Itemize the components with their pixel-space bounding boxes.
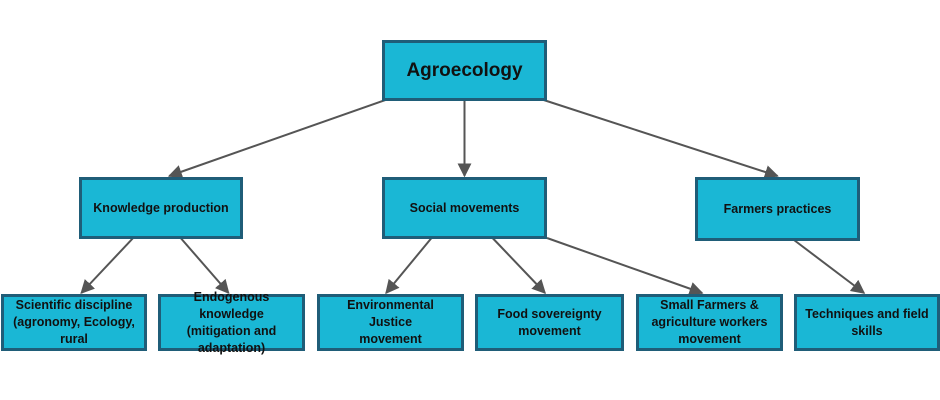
node-agroecology-label: Agroecology bbox=[406, 60, 523, 81]
node-techniques-field-skills-line-1: Techniques and field bbox=[805, 306, 929, 321]
connector-root-to-farmers bbox=[543, 99, 779, 179]
node-small-farmers-line-1: Small Farmers & bbox=[660, 298, 759, 312]
connector-social-to-small_farmers bbox=[546, 237, 704, 296]
node-endogenous-knowledge-line-2: (mitigation and bbox=[186, 323, 277, 338]
node-small-farmers: Small Farmers & agriculture workers move… bbox=[636, 294, 783, 351]
connector-knowledge-to-scientific bbox=[80, 237, 134, 295]
node-social-movements-label: Social movements bbox=[409, 200, 520, 215]
connector-knowledge-to-endogenous bbox=[179, 237, 230, 295]
node-scientific-discipline: Scientific discipline (agronomy, Ecology… bbox=[1, 294, 147, 351]
node-scientific-discipline-line-3: rural bbox=[60, 332, 88, 346]
connector-social-to-food bbox=[491, 237, 546, 295]
node-environmental-justice: Environmental Justice movement bbox=[317, 294, 464, 351]
node-knowledge-production-label: Knowledge production bbox=[93, 200, 229, 215]
node-techniques-field-skills-line-2: skills bbox=[851, 323, 883, 338]
node-scientific-discipline-line-2: (agronomy, Ecology, bbox=[13, 315, 135, 329]
node-endogenous-knowledge-line-1: Endogenous knowledge bbox=[193, 289, 270, 321]
node-scientific-discipline-line-1: Scientific discipline bbox=[15, 298, 133, 312]
connector-farmers-to-techniques bbox=[793, 239, 866, 294]
node-farmers-practices-label: Farmers practices bbox=[723, 201, 832, 216]
node-techniques-field-skills: Techniques and field skills bbox=[794, 294, 940, 351]
node-small-farmers-line-3: movement bbox=[678, 332, 741, 346]
node-endogenous-knowledge-line-3: adaptation) bbox=[197, 340, 266, 355]
node-agroecology: Agroecology bbox=[382, 40, 547, 101]
node-endogenous-knowledge: Endogenous knowledge (mitigation and ada… bbox=[158, 290, 305, 355]
node-knowledge-production: Knowledge production bbox=[79, 177, 243, 239]
connector-root-to-knowledge bbox=[167, 99, 386, 179]
node-small-farmers-line-2: agriculture workers bbox=[651, 315, 768, 329]
node-farmers-practices: Farmers practices bbox=[695, 177, 860, 241]
node-environmental-justice-line-2: movement bbox=[359, 332, 422, 346]
node-food-sovereignty-line-2: movement bbox=[518, 323, 581, 338]
node-food-sovereignty-line-1: Food sovereignty bbox=[497, 306, 602, 321]
node-food-sovereignty: Food sovereignty movement bbox=[475, 294, 624, 351]
node-environmental-justice-line-1: Environmental Justice bbox=[347, 298, 434, 329]
node-social-movements: Social movements bbox=[382, 177, 547, 239]
connector-social-to-environmental bbox=[385, 237, 433, 295]
